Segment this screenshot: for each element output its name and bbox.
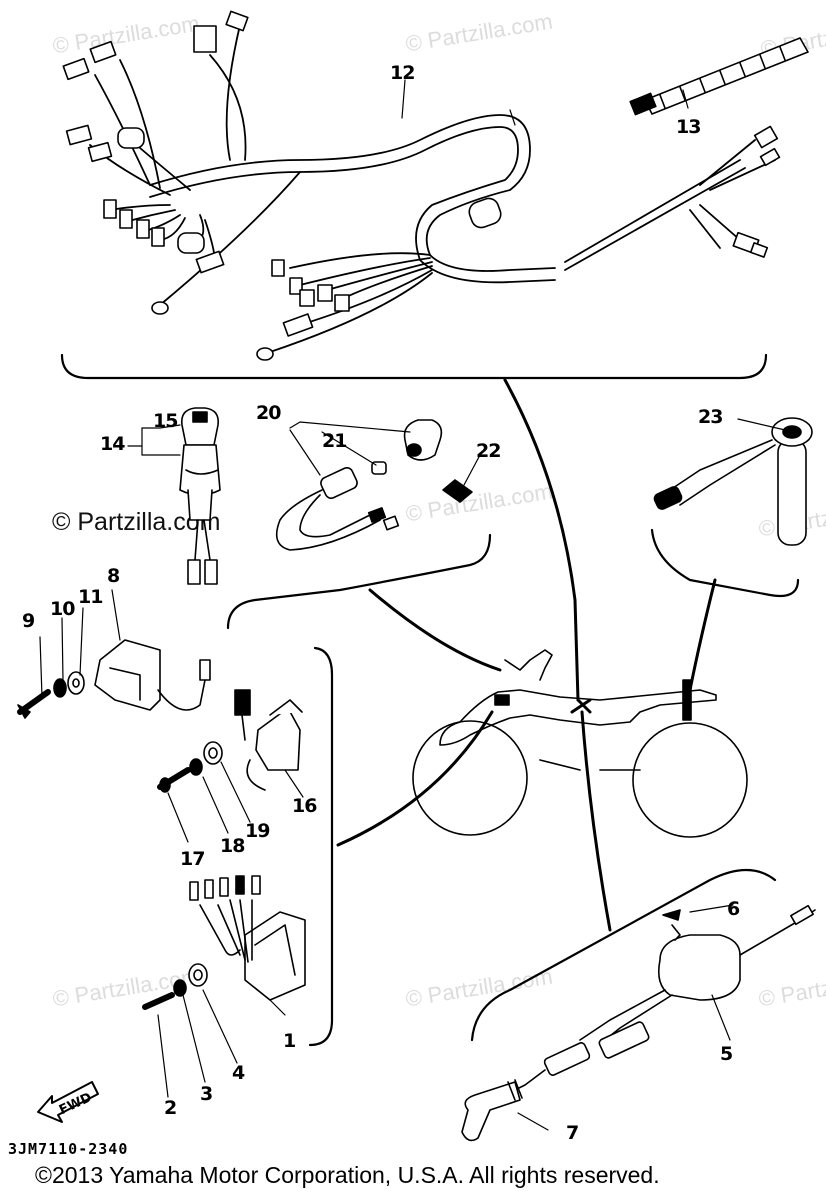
- part-label-10: 10: [50, 598, 75, 620]
- part-label-11: 11: [78, 586, 103, 608]
- part-label-9: 9: [22, 610, 35, 632]
- part-label-21: 21: [322, 430, 347, 452]
- part-label-19: 19: [245, 820, 270, 842]
- cdi-unit: [17, 639, 211, 719]
- group-bracket-grip: [650, 528, 800, 598]
- part-label-18: 18: [220, 835, 245, 857]
- harness-connectors: [62, 10, 781, 361]
- part-label-7: 7: [566, 1122, 579, 1144]
- group-bracket-switch: [226, 533, 492, 630]
- starter-relay: [461, 904, 816, 1142]
- part-label-13: 13: [676, 116, 701, 138]
- start-switch: [275, 419, 443, 551]
- part-label-2: 2: [164, 1097, 177, 1119]
- part-label-5: 5: [720, 1043, 733, 1065]
- atv-leader-lines: [336, 378, 717, 932]
- group-bracket-harness: [60, 353, 768, 380]
- regulator: [142, 875, 306, 1010]
- clip-22: [442, 479, 473, 503]
- label-leaders: [39, 79, 786, 1131]
- copyright-notice: ©2013 Yamaha Motor Corporation, U.S.A. A…: [35, 1162, 660, 1188]
- part-label-12: 12: [390, 62, 415, 84]
- part-label-20: 20: [256, 402, 281, 424]
- part-label-1: 1: [283, 1030, 296, 1052]
- part-label-16: 16: [292, 795, 317, 817]
- part-label-17: 17: [180, 848, 205, 870]
- part-label-4: 4: [232, 1062, 245, 1084]
- atv-silhouette: [412, 649, 748, 838]
- group-bracket-ignition: [308, 646, 334, 1047]
- part-label-15: 15: [153, 410, 178, 432]
- fwd-arrow-icon: [37, 1081, 99, 1123]
- part-label-8: 8: [107, 565, 120, 587]
- group-bracket-starter: [470, 869, 777, 1042]
- part-label-6: 6: [727, 898, 740, 920]
- throttle-grip: [653, 417, 813, 546]
- part-label-23: 23: [698, 406, 723, 428]
- cable-strap: [629, 37, 809, 116]
- part-label-22: 22: [476, 440, 501, 462]
- ignition-coil: [157, 689, 303, 793]
- part-label-3: 3: [200, 1083, 213, 1105]
- diagram-code: 3JM7110-2340: [8, 1140, 129, 1158]
- main-switch: [179, 407, 221, 585]
- wire-harness: [89, 24, 776, 353]
- part-label-14: 14: [100, 433, 125, 455]
